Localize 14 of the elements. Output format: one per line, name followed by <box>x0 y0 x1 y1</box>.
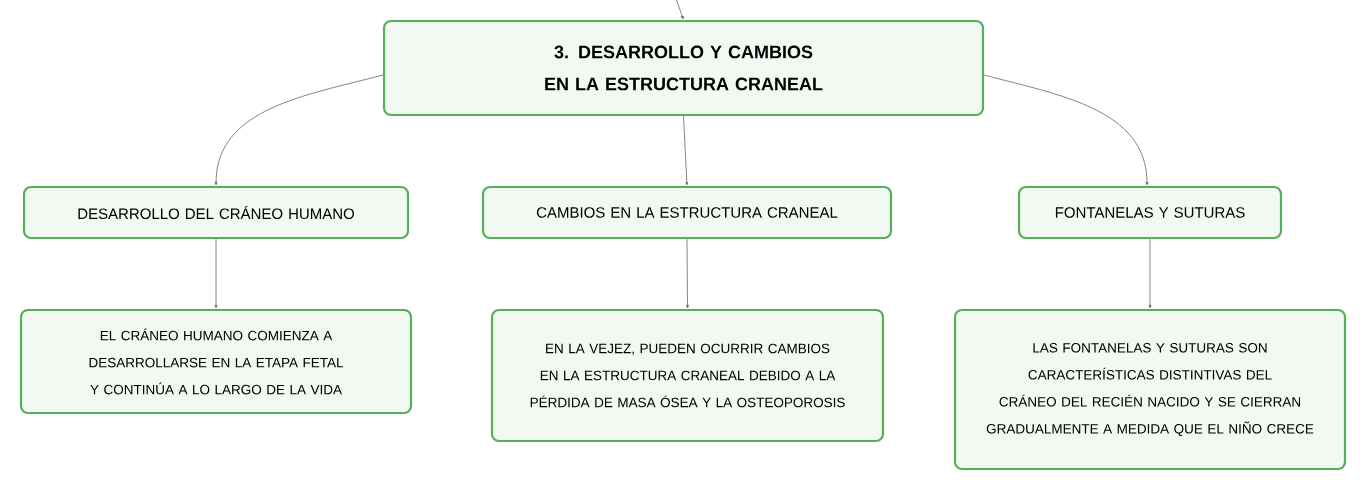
detail-box: EN LA VEJEZ, PUEDEN OCURRIR CAMBIOS EN LA ESTRUCTURA CRANEAL DEBIDO A LA PÉRDIDA DE MASA ÓSEA Y LA OSTEOPOROSIS <box>490 308 885 443</box>
arrow <box>686 238 689 309</box>
subtopic-box: DESARROLLO DEL CRÁNEO HUMANO <box>22 185 410 240</box>
arrow <box>983 74 1149 186</box>
detail-box: LAS FONTANELAS Y SUTURAS SON CARACTERÍSTICAS DISTINTIVAS DEL CRÁNEO DEL RECIÉN NACIDO Y SE CIERRAN GRADUALMENTE A MEDIDA QUE EL NIÑO CRECE <box>953 308 1347 471</box>
arrow <box>676 0 684 20</box>
arrow <box>214 74 384 186</box>
arrow <box>683 115 689 186</box>
arrow <box>1148 238 1152 309</box>
detail-box: EL CRÁNEO HUMANO COMIENZA A DESARROLLARSE EN LA ETAPA FETAL Y CONTINÚA A LO LARGO DE LA VIDA <box>19 308 413 415</box>
arrow <box>214 238 218 309</box>
topic-box: 3. DESARROLLO Y CAMBIOS EN LA ESTRUCTURA CRANEAL <box>382 19 985 117</box>
subtopic-box: FONTANELAS Y SUTURAS <box>1017 185 1283 240</box>
subtopic-box: CAMBIOS EN LA ESTRUCTURA CRANEAL <box>481 185 893 240</box>
